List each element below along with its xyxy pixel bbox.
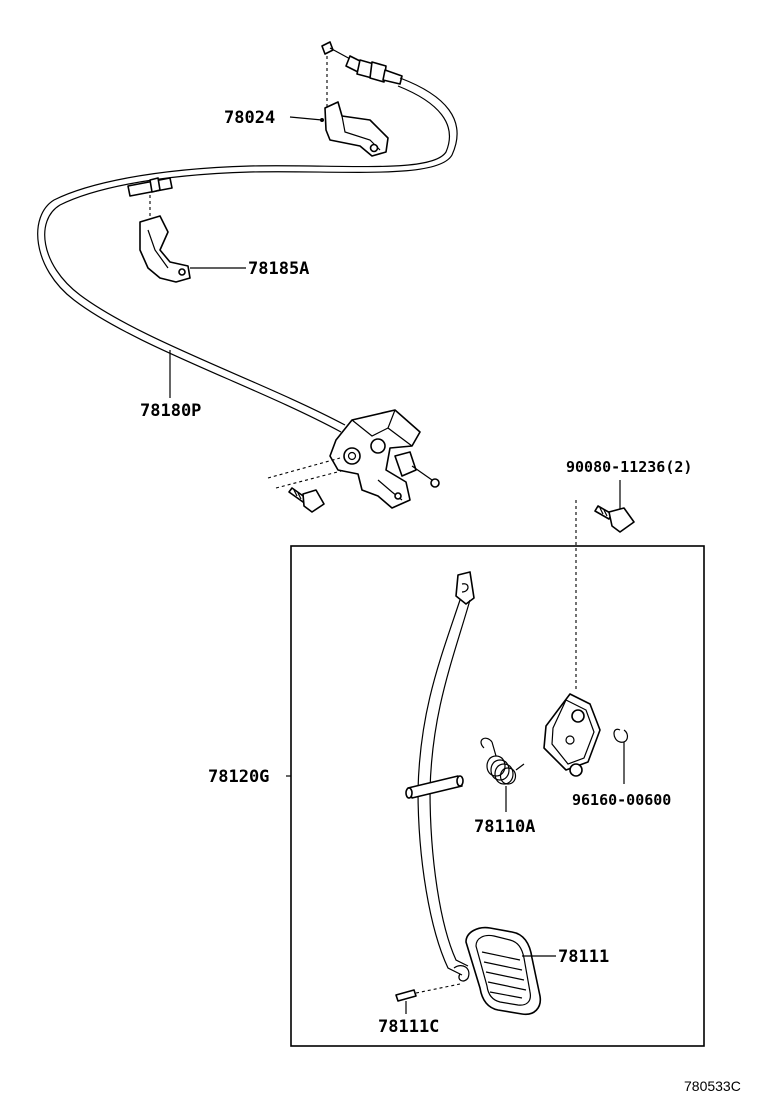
label-78120g: 78120G xyxy=(208,767,269,787)
label-90080-11236: 90080-11236(2) xyxy=(566,458,692,476)
bracket-78024 xyxy=(289,56,389,157)
label-78180p: 78180P xyxy=(140,401,201,421)
bolt-cable-bracket xyxy=(288,487,325,513)
pedal-shaft xyxy=(405,775,464,799)
pedal-pad-78111 xyxy=(465,926,556,1016)
label-78110a: 78110A xyxy=(474,817,535,837)
label-78111: 78111 xyxy=(558,947,609,967)
accelerator-cable xyxy=(37,41,458,433)
clip-96160-00600 xyxy=(613,728,629,784)
label-96160-00600: 96160-00600 xyxy=(572,791,671,809)
pedal-support-bracket xyxy=(543,693,601,777)
diagram-code: 780533C xyxy=(684,1078,741,1094)
pedal-assembly-frame xyxy=(290,545,705,1047)
label-78024: 78024 xyxy=(224,108,275,128)
label-78185a: 78185A xyxy=(248,259,309,279)
bolt-90080-11236 xyxy=(575,480,635,690)
label-78111c: 78111C xyxy=(378,1017,439,1037)
clamp-78185a xyxy=(139,195,246,283)
return-spring-78110a xyxy=(480,737,525,812)
cable-bracket-assembly xyxy=(267,409,440,509)
pedal-arm xyxy=(417,571,475,982)
pin-78111c xyxy=(395,983,461,1014)
